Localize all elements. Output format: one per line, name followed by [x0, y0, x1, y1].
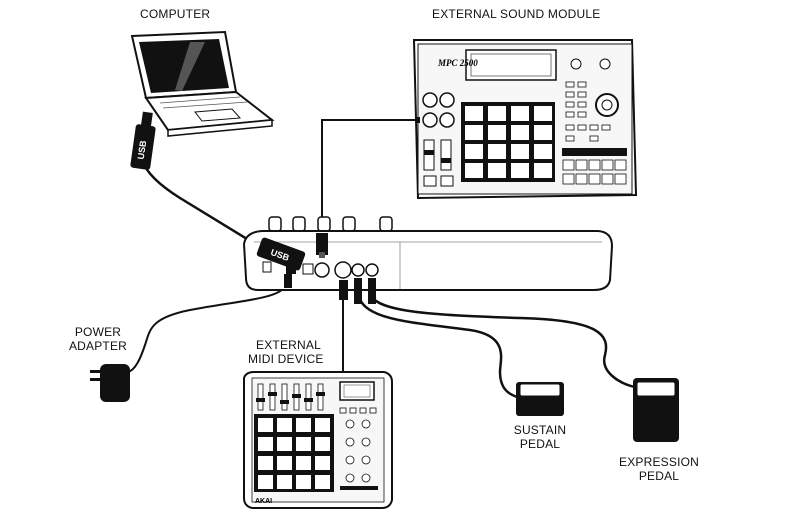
expression-pedal — [633, 378, 679, 442]
svg-text:MPC 2500: MPC 2500 — [437, 58, 478, 68]
sustain-pedal-label: SUSTAIN PEDAL — [513, 423, 567, 451]
midi-device-label: EXTERNAL MIDI DEVICE — [248, 338, 324, 366]
expression-cable — [368, 291, 641, 390]
svg-text:AKAI: AKAI — [255, 498, 272, 505]
sustain-pedal — [516, 382, 564, 416]
expression-pedal-label: EXPRESSION PEDAL — [618, 455, 700, 483]
sustain-cable — [356, 291, 521, 400]
power-adapter — [90, 364, 130, 402]
controller-back-panel — [242, 216, 614, 304]
computer-label: COMPUTER — [140, 7, 211, 21]
power-adapter-label: POWER ADAPTER — [68, 325, 128, 353]
laptop-computer — [130, 30, 275, 137]
sound-module-label: EXTERNAL SOUND MODULE — [432, 7, 601, 21]
svg-text:USB: USB — [136, 139, 149, 160]
power-cable — [127, 281, 289, 373]
midi-out-cable — [321, 119, 418, 232]
external-midi-device: AKAI — [243, 371, 393, 509]
usb-plug-computer: USB — [130, 111, 156, 170]
sound-module: MPC 2500 — [412, 39, 638, 200]
usb-plug-controller: USB — [256, 237, 306, 271]
